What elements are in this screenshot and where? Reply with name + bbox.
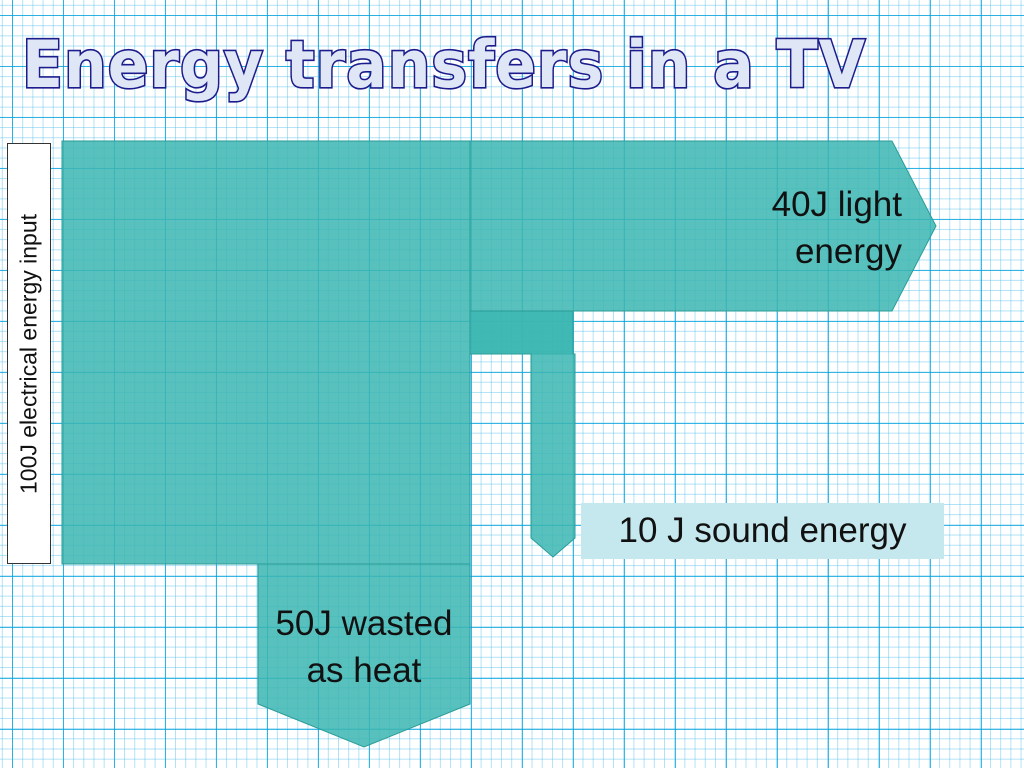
sound-energy-label: 10 J sound energy <box>618 511 907 550</box>
input-energy-flow <box>61 140 471 565</box>
input-label-box: 100J electrical energy input <box>7 143 51 564</box>
light-label-line1: 40J light <box>771 185 902 224</box>
heat-energy-label: 50J wasted as heat <box>259 600 469 694</box>
heat-label-line1: 50J wasted <box>275 604 453 643</box>
sound-label-box: 10 J sound energy <box>581 503 944 559</box>
sound-energy-flow <box>469 310 576 558</box>
input-energy-label: 100J electrical energy input <box>15 213 42 494</box>
light-label-line2: energy <box>794 232 902 271</box>
heat-label-line2: as heat <box>306 651 422 690</box>
heat-energy-flow <box>257 563 471 748</box>
diagram-title: Energy transfers in a TV <box>20 26 867 105</box>
light-energy-label: 40J light energy <box>642 181 902 275</box>
